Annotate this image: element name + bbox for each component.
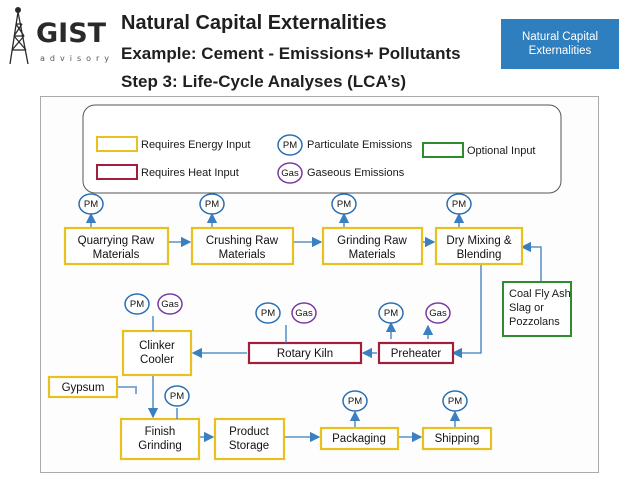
gas-bubble-kiln [291, 302, 317, 324]
gas-bubble-preheater [425, 302, 451, 324]
pm-text-kiln: PM [261, 308, 275, 319]
legend-box [82, 104, 562, 194]
node-quarrying-line1: Quarrying Raw [78, 235, 155, 247]
legend-heat-label: Requires Heat Input [141, 167, 239, 179]
node-gypsum [47, 375, 119, 399]
gist-logo: GIST advisory [6, 4, 110, 76]
pm-bubble-quarrying [78, 193, 104, 215]
pm-bubble-grinding [331, 193, 357, 215]
lca-diagram: Requires Energy Input Requires Heat Inpu… [40, 96, 599, 473]
node-crushing-line1: Crushing Raw [206, 235, 279, 247]
node-kiln [247, 341, 363, 365]
legend-optional-label: Optional Input [467, 145, 536, 157]
node-coalfly [502, 281, 572, 337]
node-finish-line2: Grinding [138, 440, 181, 452]
gas-text-preheater: Gas [429, 308, 447, 319]
node-grinding-line2: Materials [349, 249, 396, 261]
logo-text: GIST [36, 18, 107, 49]
node-storage-line1: Product [229, 426, 269, 438]
legend-gas-label: Gaseous Emissions [307, 167, 405, 179]
node-drymix-line2: Blending [457, 249, 502, 261]
pm-bubble-drymix [446, 193, 472, 215]
node-shipping [421, 426, 493, 451]
legend-gas-icon [277, 162, 303, 184]
arrow-coalfly-drymix [520, 241, 542, 282]
page-title: Natural Capital Externalities [121, 12, 387, 34]
node-quarrying-line2: Materials [93, 249, 140, 261]
node-packaging-label: Packaging [332, 433, 386, 445]
node-coalfly-line2: Slag or [509, 302, 544, 314]
legend-optional-swatch [422, 142, 464, 158]
pm-text-drymix: PM [452, 199, 466, 210]
pm-text-grinding: PM [337, 199, 351, 210]
pm-bubble-kiln [255, 302, 281, 324]
legend-energy-label: Requires Energy Input [141, 139, 250, 151]
node-preheater [377, 341, 455, 365]
page-subtitle: Example: Cement - Emissions+ Pollutants [121, 44, 461, 63]
node-gypsum-label: Gypsum [62, 382, 105, 394]
node-clinker-line1: Clinker [139, 340, 175, 352]
pm-text-preheater: PM [384, 308, 398, 319]
legend-pm-icon [277, 134, 303, 156]
gas-text-clinker: Gas [161, 299, 179, 310]
pm-text-quarrying: PM [84, 199, 98, 210]
pm-bubble-clinker [124, 293, 150, 315]
pm-text-shipping: PM [448, 396, 462, 407]
node-shipping-label: Shipping [435, 433, 480, 445]
logo-subtext: advisory [40, 54, 115, 63]
node-drymix-line1: Dry Mixing & [446, 235, 512, 247]
gist-logo-icon [9, 7, 29, 65]
node-drymix [434, 226, 524, 266]
node-kiln-label: Rotary Kiln [277, 348, 333, 360]
section-badge: Natural Capital Externalities [501, 19, 619, 69]
legend-gas-tag: Gas [281, 168, 299, 179]
node-finish [119, 417, 201, 461]
node-coalfly-line3: Pozzolans [509, 316, 560, 328]
pm-text-clinker: PM [130, 299, 144, 310]
legend-pm-label: Particulate Emissions [307, 139, 413, 151]
node-crushing-line2: Materials [219, 249, 266, 261]
pm-bubble-crushing [199, 193, 225, 215]
legend-heat-swatch [96, 164, 138, 180]
pm-bubble-finish [164, 385, 190, 407]
node-crushing [190, 226, 295, 266]
legend-energy-swatch [96, 136, 138, 152]
gas-text-kiln: Gas [295, 308, 313, 319]
node-quarrying [63, 226, 170, 266]
lca-diagram-canvas: Requires Energy Input Requires Heat Inpu… [47, 104, 572, 461]
pm-text-crushing: PM [205, 199, 219, 210]
node-grinding-line1: Grinding Raw [337, 235, 407, 247]
pm-text-finish: PM [170, 391, 184, 402]
page-step: Step 3: Life-Cycle Analyses (LCA’s) [121, 72, 406, 91]
node-coalfly-line1: Coal Fly Ash [509, 288, 571, 300]
node-clinker [121, 329, 193, 377]
pm-text-packaging: PM [348, 396, 362, 407]
node-storage [213, 417, 286, 461]
gas-bubble-clinker [157, 293, 183, 315]
node-grinding [321, 226, 424, 266]
pm-bubble-shipping [442, 390, 468, 412]
pm-bubble-preheater [378, 302, 404, 324]
pm-bubble-packaging [342, 390, 368, 412]
node-clinker-line2: Cooler [140, 354, 174, 366]
legend-pm-tag: PM [283, 140, 297, 151]
node-preheater-label: Preheater [391, 348, 442, 360]
node-storage-line2: Storage [229, 440, 269, 452]
arrow-drymix-preheater [451, 259, 482, 359]
node-finish-line1: Finish [145, 426, 176, 438]
node-packaging [319, 426, 400, 451]
